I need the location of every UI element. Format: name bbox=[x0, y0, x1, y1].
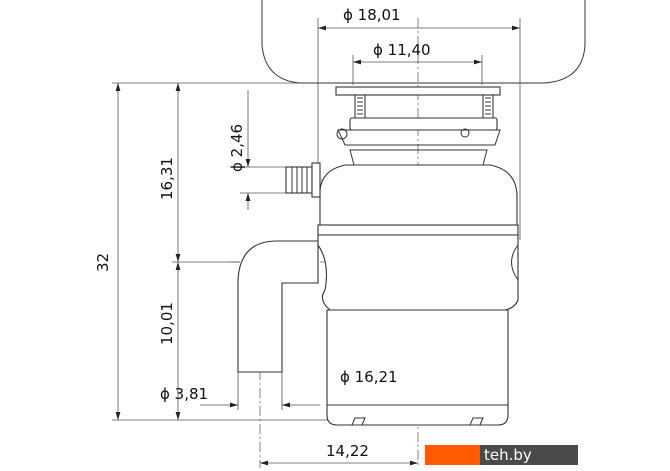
watermark-logo bbox=[425, 445, 480, 465]
dim-16-21: ϕ 16,21 bbox=[340, 368, 398, 386]
disposer-body-lower bbox=[326, 309, 509, 426]
dim-10-01: 10,01 bbox=[158, 302, 176, 345]
flange bbox=[335, 86, 501, 96]
dim-18-01: ϕ 18,01 bbox=[343, 6, 401, 24]
dim-14-22: 14,22 bbox=[326, 442, 369, 460]
disposer-body-upper bbox=[319, 164, 518, 226]
dim-32: 32 bbox=[94, 253, 112, 272]
mount-ring bbox=[349, 117, 498, 131]
dim-2-46: ϕ 2,46 bbox=[228, 124, 246, 172]
sink-outline bbox=[261, 0, 586, 84]
dishwasher-inlet bbox=[285, 166, 313, 194]
dim-11-40: ϕ 11,40 bbox=[373, 41, 431, 59]
dim-3-81: ϕ 3,81 bbox=[160, 385, 208, 403]
dim-16-31: 16,31 bbox=[158, 157, 176, 200]
watermark-text: teh.by bbox=[480, 445, 578, 465]
watermark: teh.by bbox=[425, 445, 578, 465]
disposer-body-middle bbox=[317, 234, 519, 311]
outlet-elbow bbox=[237, 240, 319, 373]
